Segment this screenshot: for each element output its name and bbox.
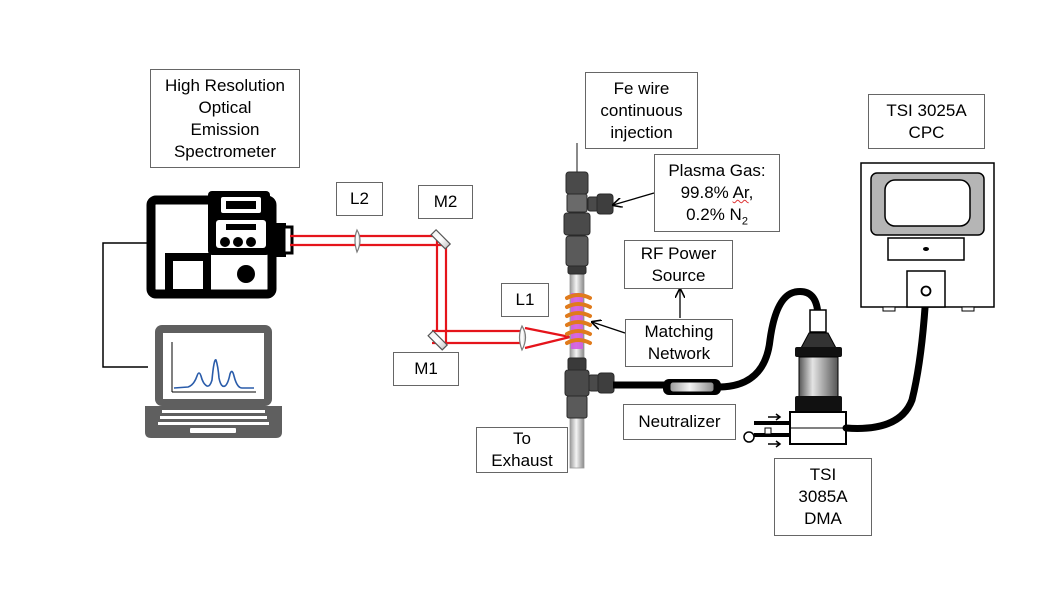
dma-label-line2: 3085A bbox=[798, 487, 848, 506]
data-cable bbox=[102, 242, 150, 368]
cpc-label-line1: TSI 3025A bbox=[886, 100, 967, 120]
plasma-gas-label-line1: Plasma Gas: bbox=[668, 161, 766, 180]
lower-fitting bbox=[564, 357, 615, 419]
m1-label-text: M1 bbox=[414, 359, 438, 378]
fe-wire-label-line1: Fe wire bbox=[613, 78, 670, 98]
keyboard-keys bbox=[158, 410, 269, 433]
m2-label: M2 bbox=[418, 185, 473, 219]
matching-network-label-line1: Matching bbox=[644, 322, 714, 341]
dma-label: TSI 3085A DMA bbox=[774, 458, 872, 536]
mirror-m2 bbox=[430, 228, 452, 250]
lens-l2 bbox=[354, 228, 361, 254]
l2-label-text: L2 bbox=[350, 189, 369, 208]
exhaust-label: To Exhaust bbox=[476, 427, 568, 473]
plasma-gas-ar-value: 99.8% bbox=[680, 183, 733, 202]
plasma-gas-arrow bbox=[613, 192, 655, 205]
neutralizer-label-text: Neutralizer bbox=[638, 412, 721, 431]
l1-label-text: L1 bbox=[515, 290, 535, 309]
dma-label-line1: TSI bbox=[809, 465, 837, 484]
rf-power-label: RF Power Source bbox=[624, 240, 733, 289]
spectrometer-icon bbox=[146, 191, 294, 299]
fe-wire-label: Fe wire continuous injection bbox=[585, 72, 698, 149]
upper-fitting bbox=[563, 171, 591, 275]
fe-wire-label-line3: injection bbox=[610, 122, 673, 142]
plasma-gas-n2-subscript: 2 bbox=[741, 215, 748, 228]
plasma-gas-ar-comma: , bbox=[748, 183, 754, 202]
mirror-m1 bbox=[427, 329, 449, 351]
dma-icon bbox=[743, 309, 847, 448]
plasma-gas-label-line2: 99.8% Ar, bbox=[681, 182, 754, 204]
neutralizer-to-dma-line bbox=[716, 288, 822, 391]
matching-network-label: Matching Network bbox=[625, 319, 733, 367]
gas-inlet-fitting bbox=[587, 193, 614, 215]
exhaust-label-line2: Exhaust bbox=[491, 451, 553, 470]
neutralizer-label: Neutralizer bbox=[623, 404, 736, 440]
plasma-gas-n2-value: 0.2% N bbox=[686, 205, 742, 224]
l2-label: L2 bbox=[336, 182, 383, 216]
spectrometer-label-line1: High Resolution bbox=[164, 75, 285, 95]
spectrometer-label-line3: Emission bbox=[190, 119, 260, 139]
l1-label: L1 bbox=[501, 283, 549, 317]
rf-power-label-line1: RF Power bbox=[640, 243, 717, 263]
spectrometer-label-line2: Optical bbox=[198, 97, 252, 117]
spectrum-plot bbox=[171, 342, 256, 393]
lens-l1 bbox=[518, 324, 527, 352]
m1-label: M1 bbox=[393, 352, 459, 386]
fe-wire-label-line2: continuous bbox=[600, 100, 683, 120]
plasma-gas-label: Plasma Gas: 99.8% Ar, 0.2% N2 bbox=[654, 154, 780, 232]
m2-label-text: M2 bbox=[433, 192, 458, 211]
matching-network-arrow bbox=[592, 322, 626, 334]
spectrometer-label-line4: Spectrometer bbox=[173, 141, 277, 161]
dma-to-cpc-line bbox=[842, 289, 930, 432]
matching-network-label-line2: Network bbox=[647, 344, 711, 363]
cpc-icon bbox=[860, 162, 995, 312]
rf-coil bbox=[565, 293, 592, 345]
cpc-label: TSI 3025A CPC bbox=[868, 94, 985, 149]
rf-power-label-line2: Source bbox=[651, 265, 706, 285]
neutralizer-icon bbox=[663, 379, 721, 395]
plasma-gas-ar-species: Ar bbox=[732, 183, 749, 202]
plasma-gas-label-line3: 0.2% N2 bbox=[686, 204, 748, 228]
exhaust-label-line1: To bbox=[513, 429, 531, 448]
laptop-icon bbox=[145, 325, 282, 438]
annotation-arrows bbox=[592, 192, 680, 334]
spectrometer-label: High Resolution Optical Emission Spectro… bbox=[150, 69, 300, 168]
dma-label-line3: DMA bbox=[804, 509, 842, 528]
cpc-label-line2: CPC bbox=[908, 122, 945, 142]
